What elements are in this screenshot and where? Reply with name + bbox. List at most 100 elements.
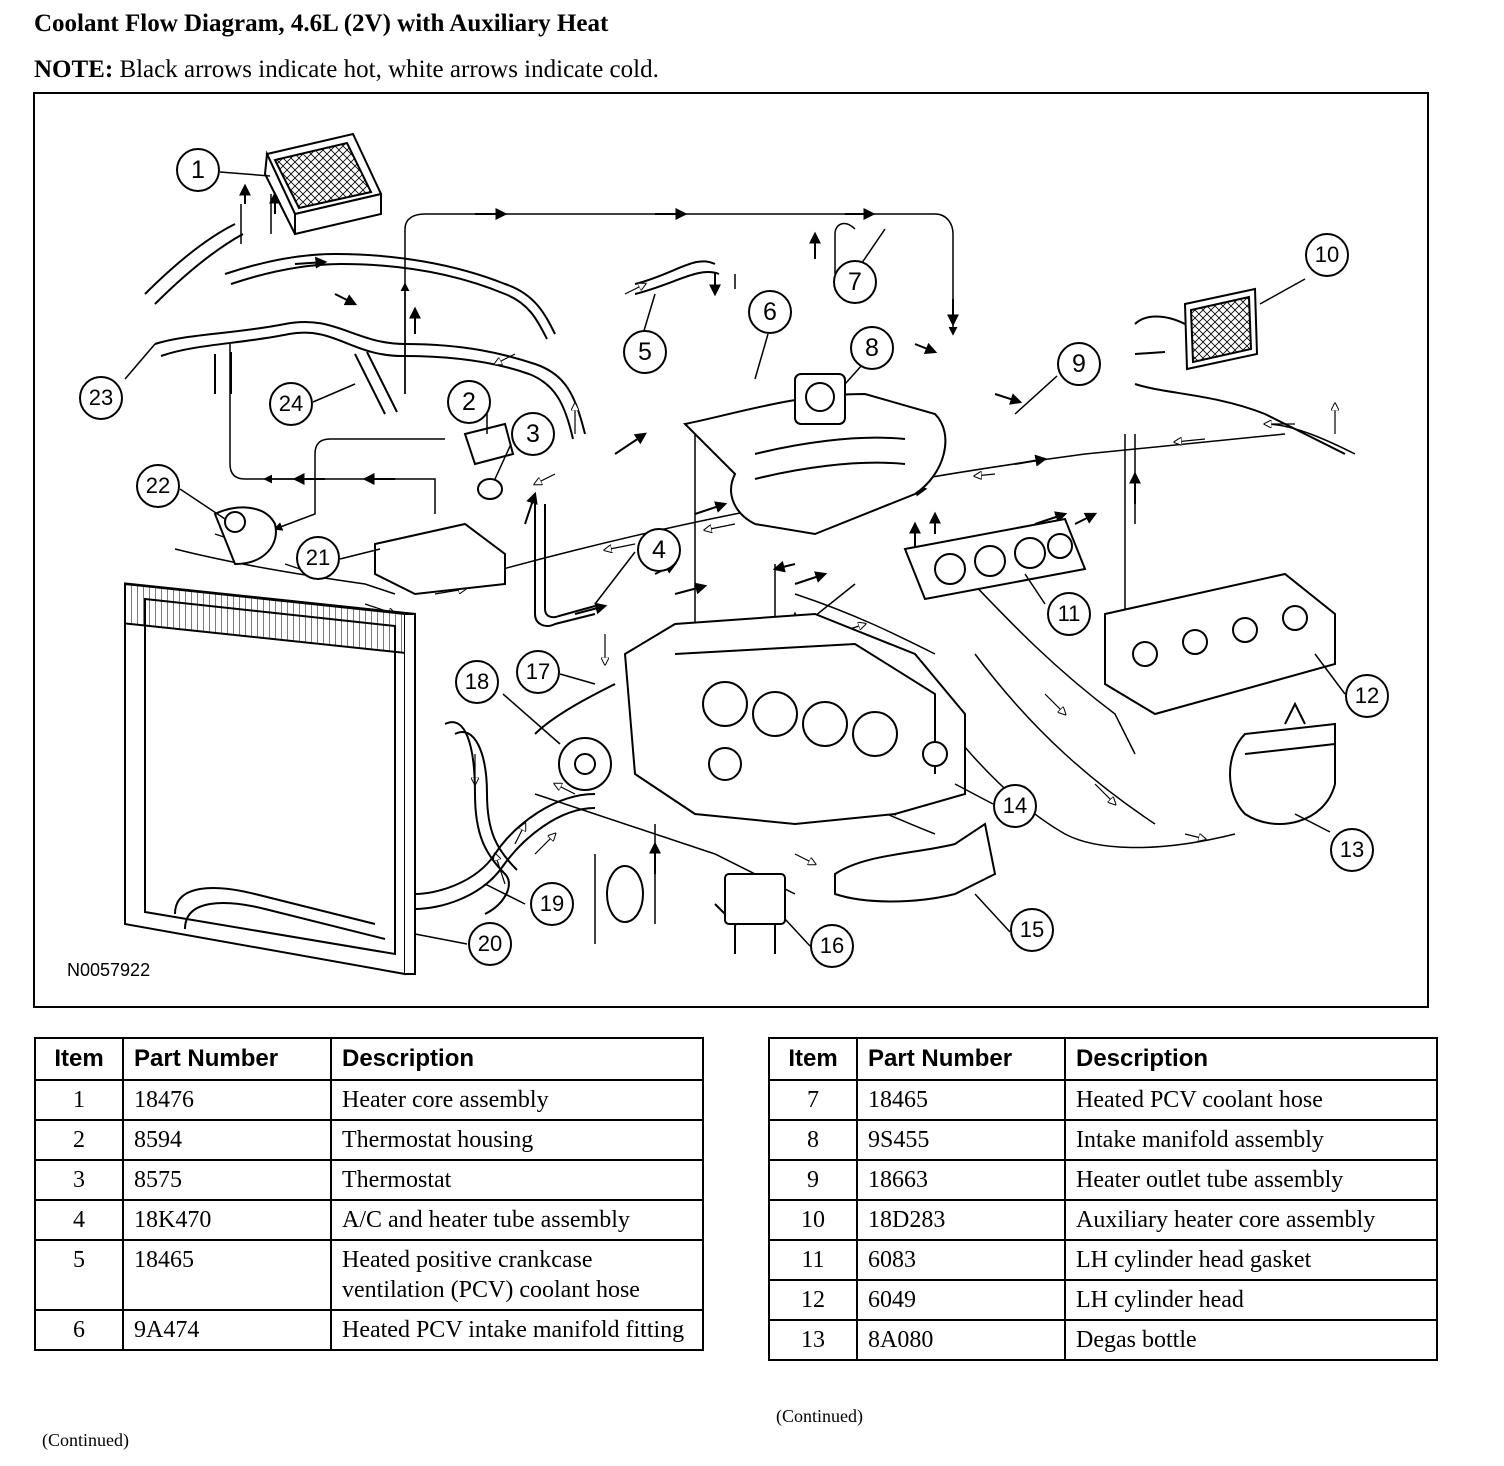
- callout-24: 24: [269, 382, 313, 426]
- callout-2: 2: [447, 380, 491, 424]
- cell-item: 10: [768, 1199, 858, 1241]
- table-row: 11 6083 LH cylinder head gasket: [768, 1239, 1438, 1281]
- header-item: Item: [34, 1037, 124, 1081]
- degas-bottle: [1229, 701, 1336, 825]
- parts-table-left: Item Part Number Description 1 18476 Hea…: [34, 1037, 704, 1351]
- header-description: Description: [330, 1037, 704, 1081]
- callout-4: 4: [637, 528, 681, 572]
- leader-lines: [124, 171, 1346, 947]
- cell-item: 2: [34, 1119, 124, 1161]
- table-row: 2 8594 Thermostat housing: [34, 1119, 704, 1161]
- cell-description: Heated PCV intake manifold fitting: [330, 1309, 704, 1351]
- table-row: 6 9A474 Heated PCV intake manifold fitti…: [34, 1309, 704, 1351]
- callout-14: 14: [993, 784, 1037, 828]
- aux-heater-core: [1134, 287, 1346, 455]
- cell-description: LH cylinder head: [1064, 1279, 1438, 1321]
- callout-7: 7: [833, 260, 877, 304]
- callout-15: 15: [1010, 908, 1054, 952]
- callout-1: 1: [176, 148, 220, 192]
- cell-part-number: 18D283: [856, 1199, 1066, 1241]
- note-label: NOTE:: [34, 56, 114, 83]
- cell-description: LH cylinder head gasket: [1064, 1239, 1438, 1281]
- cell-part-number: 18465: [122, 1239, 332, 1311]
- callout-9: 9: [1057, 342, 1101, 386]
- callout-13: 13: [1330, 828, 1374, 872]
- heater-tube: [534, 504, 596, 627]
- table-row: 10 18D283 Auxiliary heater core assembly: [768, 1199, 1438, 1241]
- callout-12: 12: [1345, 674, 1389, 718]
- cell-part-number: 6049: [856, 1279, 1066, 1321]
- diagram-artwork: [124, 132, 1356, 976]
- note-text: Black arrows indicate hot, white arrows …: [119, 56, 659, 83]
- coolant-flow-diagram: 1 2 3 4 5 6 7 8 9 10 11 12 13 14 15 16 1…: [33, 92, 1429, 1008]
- callout-22: 22: [136, 464, 180, 508]
- table-row: 4 18K470 A/C and heater tube assembly: [34, 1199, 704, 1241]
- cell-item: 7: [768, 1079, 858, 1121]
- callout-11: 11: [1047, 592, 1091, 636]
- table-row: 3 8575 Thermostat: [34, 1159, 704, 1201]
- water-crossover: [834, 822, 997, 903]
- cell-part-number: 18K470: [122, 1199, 332, 1241]
- cell-part-number: 9A474: [122, 1309, 332, 1351]
- callout-6: 6: [748, 290, 792, 334]
- callout-21: 21: [296, 536, 340, 580]
- callout-23: 23: [79, 376, 123, 420]
- table-row: 12 6049 LH cylinder head: [768, 1279, 1438, 1321]
- cell-item: 13: [768, 1319, 858, 1361]
- oil-cooler: [606, 865, 786, 954]
- continued-left: (Continued): [42, 1430, 129, 1450]
- table-row: 5 18465 Heated positive crankcase ventil…: [34, 1239, 704, 1311]
- callout-3: 3: [511, 412, 555, 456]
- head-gasket: [903, 517, 1087, 601]
- intake-manifold: [682, 373, 947, 536]
- callout-19: 19: [530, 882, 574, 926]
- cell-item: 3: [34, 1159, 124, 1201]
- cell-description: Heater outlet tube assembly: [1064, 1159, 1438, 1201]
- header-part-number: Part Number: [122, 1037, 332, 1081]
- callout-20: 20: [468, 922, 512, 966]
- parts-table-right: Item Part Number Description 7 18465 Hea…: [768, 1037, 1438, 1361]
- table-row: 13 8A080 Degas bottle: [768, 1319, 1438, 1361]
- cell-part-number: 8575: [122, 1159, 332, 1201]
- cell-item: 4: [34, 1199, 124, 1241]
- table-row: 1 18476 Heater core assembly: [34, 1079, 704, 1121]
- radiator: [124, 582, 416, 976]
- table-row: 7 18465 Heated PCV coolant hose: [768, 1079, 1438, 1121]
- table-row: 8 9S455 Intake manifold assembly: [768, 1119, 1438, 1161]
- cell-description: Thermostat: [330, 1159, 704, 1201]
- header-item: Item: [768, 1037, 858, 1081]
- cell-description: Thermostat housing: [330, 1119, 704, 1161]
- cell-item: 12: [768, 1279, 858, 1321]
- engine-block: [623, 612, 966, 826]
- cell-description: A/C and heater tube assembly: [330, 1199, 704, 1241]
- header-part-number: Part Number: [856, 1037, 1066, 1081]
- cell-part-number: 18465: [856, 1079, 1066, 1121]
- thermostat-housing: [374, 422, 515, 596]
- cell-item: 1: [34, 1079, 124, 1121]
- cylinder-head: [1104, 572, 1336, 716]
- cell-item: 8: [768, 1119, 858, 1161]
- note-line: NOTE: Black arrows indicate hot, white a…: [34, 56, 659, 84]
- figure-id: N0057922: [67, 960, 151, 980]
- callout-16: 16: [810, 924, 854, 968]
- header-description: Description: [1064, 1037, 1438, 1081]
- callout-17: 17: [516, 650, 560, 694]
- cell-item: 5: [34, 1239, 124, 1311]
- cell-item: 9: [768, 1159, 858, 1201]
- cell-item: 11: [768, 1239, 858, 1281]
- continued-right: (Continued): [776, 1406, 863, 1426]
- cell-description: Heated positive crankcase ventilation (P…: [330, 1239, 704, 1311]
- table-header-row: Item Part Number Description: [34, 1037, 704, 1081]
- callout-5: 5: [623, 330, 667, 374]
- table-header-row: Item Part Number Description: [768, 1037, 1438, 1081]
- cell-description: Intake manifold assembly: [1064, 1119, 1438, 1161]
- cell-part-number: 8A080: [856, 1319, 1066, 1361]
- cell-description: Heater core assembly: [330, 1079, 704, 1121]
- callout-10: 10: [1305, 233, 1349, 277]
- table-row: 9 18663 Heater outlet tube assembly: [768, 1159, 1438, 1201]
- cell-part-number: 6083: [856, 1239, 1066, 1281]
- cell-part-number: 8594: [122, 1119, 332, 1161]
- cell-description: Heated PCV coolant hose: [1064, 1079, 1438, 1121]
- page-title: Coolant Flow Diagram, 4.6L (2V) with Aux…: [34, 10, 609, 37]
- cell-part-number: 18476: [122, 1079, 332, 1121]
